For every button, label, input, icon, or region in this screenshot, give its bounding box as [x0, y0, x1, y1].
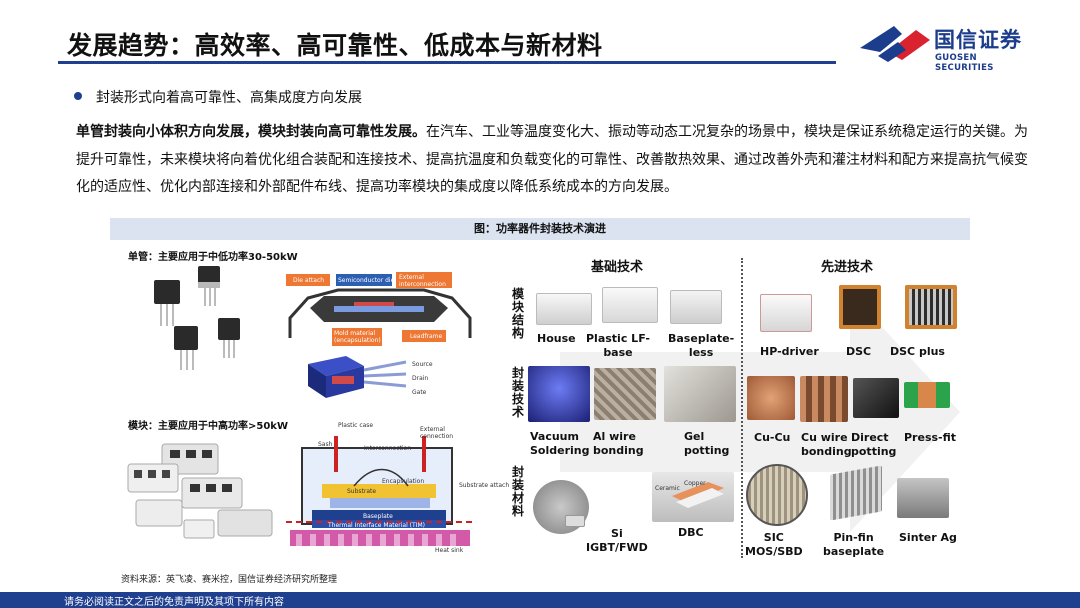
label-encapsulation: Encapsulation — [382, 478, 425, 485]
label-source: Source — [412, 361, 433, 368]
sic-wafer-image — [746, 464, 808, 526]
cu-wire-bonding-image — [800, 376, 848, 422]
dsc-plus-image — [905, 285, 957, 329]
label-substrate: Substrate — [347, 488, 377, 495]
paragraph-lead: 单管封装向小体积方向发展，模块封装向高可靠性发展。 — [76, 124, 426, 140]
tech-basic-2: Al wire bonding — [593, 430, 644, 457]
label-tim: Thermal Interface Material (TIM) — [328, 522, 425, 529]
label-semiconductor-die: Semiconductor die — [338, 277, 395, 284]
tech-advanced-1: Cu-Cu — [754, 431, 791, 444]
tech-advanced-3: Direct potting — [851, 431, 897, 458]
material-advanced-1: SIC MOS/SBD — [745, 531, 803, 558]
bullet-icon — [74, 92, 82, 100]
label-leadframe: Leadframe — [410, 333, 443, 340]
discrete-transistor-photos — [154, 266, 240, 370]
footer-bar: 请务必阅读正文之后的免责声明及其项下所有内容 — [0, 592, 1080, 608]
material-basic-1: Si IGBT/FWD — [586, 527, 648, 554]
paragraph-body: 在汽车、工业等温度变化大、振动等动态工况复杂的场景中，模块是保证系统稳定运行的关… — [76, 124, 1028, 195]
label-substrate-attach: Substrate attach — [459, 482, 510, 489]
guosen-logo-icon — [860, 26, 930, 62]
module-label: 模块：主要应用于中高功率>50kW — [128, 421, 288, 432]
baseplate-less-image — [670, 290, 722, 324]
source-note: 资料来源：英飞凌、赛米控，国信证券经济研究所整理 — [121, 575, 338, 585]
company-logo: 国信证券 GUOSEN SECURITIES — [858, 22, 1038, 73]
structure-advanced-3: DSC plus — [890, 345, 945, 358]
material-advanced-3: Sinter Ag — [899, 531, 957, 544]
figure-caption: 图：功率器件封装技术演进 — [110, 218, 970, 240]
label-drain: Drain — [412, 375, 429, 382]
dbc-layer-illustration — [672, 482, 724, 508]
label-sash: Sash — [318, 441, 333, 448]
body-paragraph: 单管封装向小体积方向发展，模块封装向高可靠性发展。在汽车、工业等温度变化大、振动… — [76, 119, 1031, 202]
sinter-ag-image — [897, 478, 949, 518]
plastic-lf-base-image — [602, 287, 658, 323]
label-external-interconnection: External interconnection — [399, 274, 446, 288]
structure-advanced-1: HP-driver — [760, 345, 819, 358]
dbc-ceramic-label: Ceramic — [655, 485, 680, 492]
gel-potting-image — [664, 366, 736, 422]
cu-cu-image — [747, 376, 795, 420]
si-die-image — [565, 515, 585, 527]
label-baseplate: Baseplate — [363, 513, 393, 520]
dsc-image — [839, 285, 881, 329]
row-label-packaging-tech: 封装技术 — [511, 366, 524, 419]
module-cross-section — [286, 436, 476, 546]
hp-driver-image — [760, 294, 812, 332]
house-module-image — [536, 293, 592, 325]
structure-basic-3: Baseplate- less — [668, 332, 735, 359]
column-basic-tech: 基础技术 — [591, 260, 644, 275]
to-package-cross-section — [286, 272, 472, 346]
tech-advanced-4: Press-fit — [904, 431, 957, 444]
logo-name-cn: 国信证券 — [934, 28, 1022, 52]
dbc-copper-label: Copper — [684, 480, 706, 487]
row-label-packaging-material: 封装材料 — [511, 465, 524, 518]
tech-advanced-2: Cu wire bonding — [801, 431, 852, 458]
tech-basic-1: Vacuum Soldering — [530, 430, 590, 457]
column-advanced-tech: 先进技术 — [821, 260, 874, 275]
single-tube-label: 单管：主要应用于中低功率30-50kW — [128, 252, 298, 263]
to-package-3d-illustration — [308, 356, 407, 398]
material-basic-2: DBC — [678, 526, 704, 539]
pin-fin-baseplate-image — [830, 465, 882, 521]
power-module-photos — [127, 443, 273, 539]
vacuum-soldering-image — [528, 366, 590, 422]
label-die-attach: Die attach — [293, 277, 325, 284]
al-wire-bonding-image — [594, 368, 656, 420]
section-bullet: 封装形式向着高可靠性、高集成度方向发展 — [96, 90, 362, 106]
label-mold-material: Mold material (encapsulation) — [334, 330, 381, 344]
page-title: 发展趋势：高效率、高可靠性、低成本与新材料 — [67, 31, 603, 60]
structure-basic-1: House — [537, 332, 576, 345]
row-label-module-structure: 模块结构 — [511, 287, 524, 340]
column-divider — [741, 258, 743, 558]
label-interconnection: Interconnection — [364, 445, 412, 452]
material-advanced-2: Pin-fin baseplate — [823, 531, 885, 558]
label-heat-sink: Heat sink — [435, 547, 464, 554]
direct-potting-image — [853, 378, 899, 418]
tech-basic-3: Gel potting — [684, 430, 730, 457]
logo-name-en: GUOSEN SECURITIES — [935, 53, 994, 73]
footer-disclaimer: 请务必阅读正文之后的免责声明及其项下所有内容 — [64, 597, 284, 608]
press-fit-image — [904, 382, 950, 408]
structure-basic-2: Plastic LF- base — [586, 332, 650, 359]
title-underline — [58, 61, 836, 64]
label-gate: Gate — [412, 389, 427, 396]
label-plastic-case: Plastic case — [338, 422, 374, 429]
structure-advanced-2: DSC — [846, 345, 872, 358]
label-external-connection: External connection — [420, 426, 454, 440]
